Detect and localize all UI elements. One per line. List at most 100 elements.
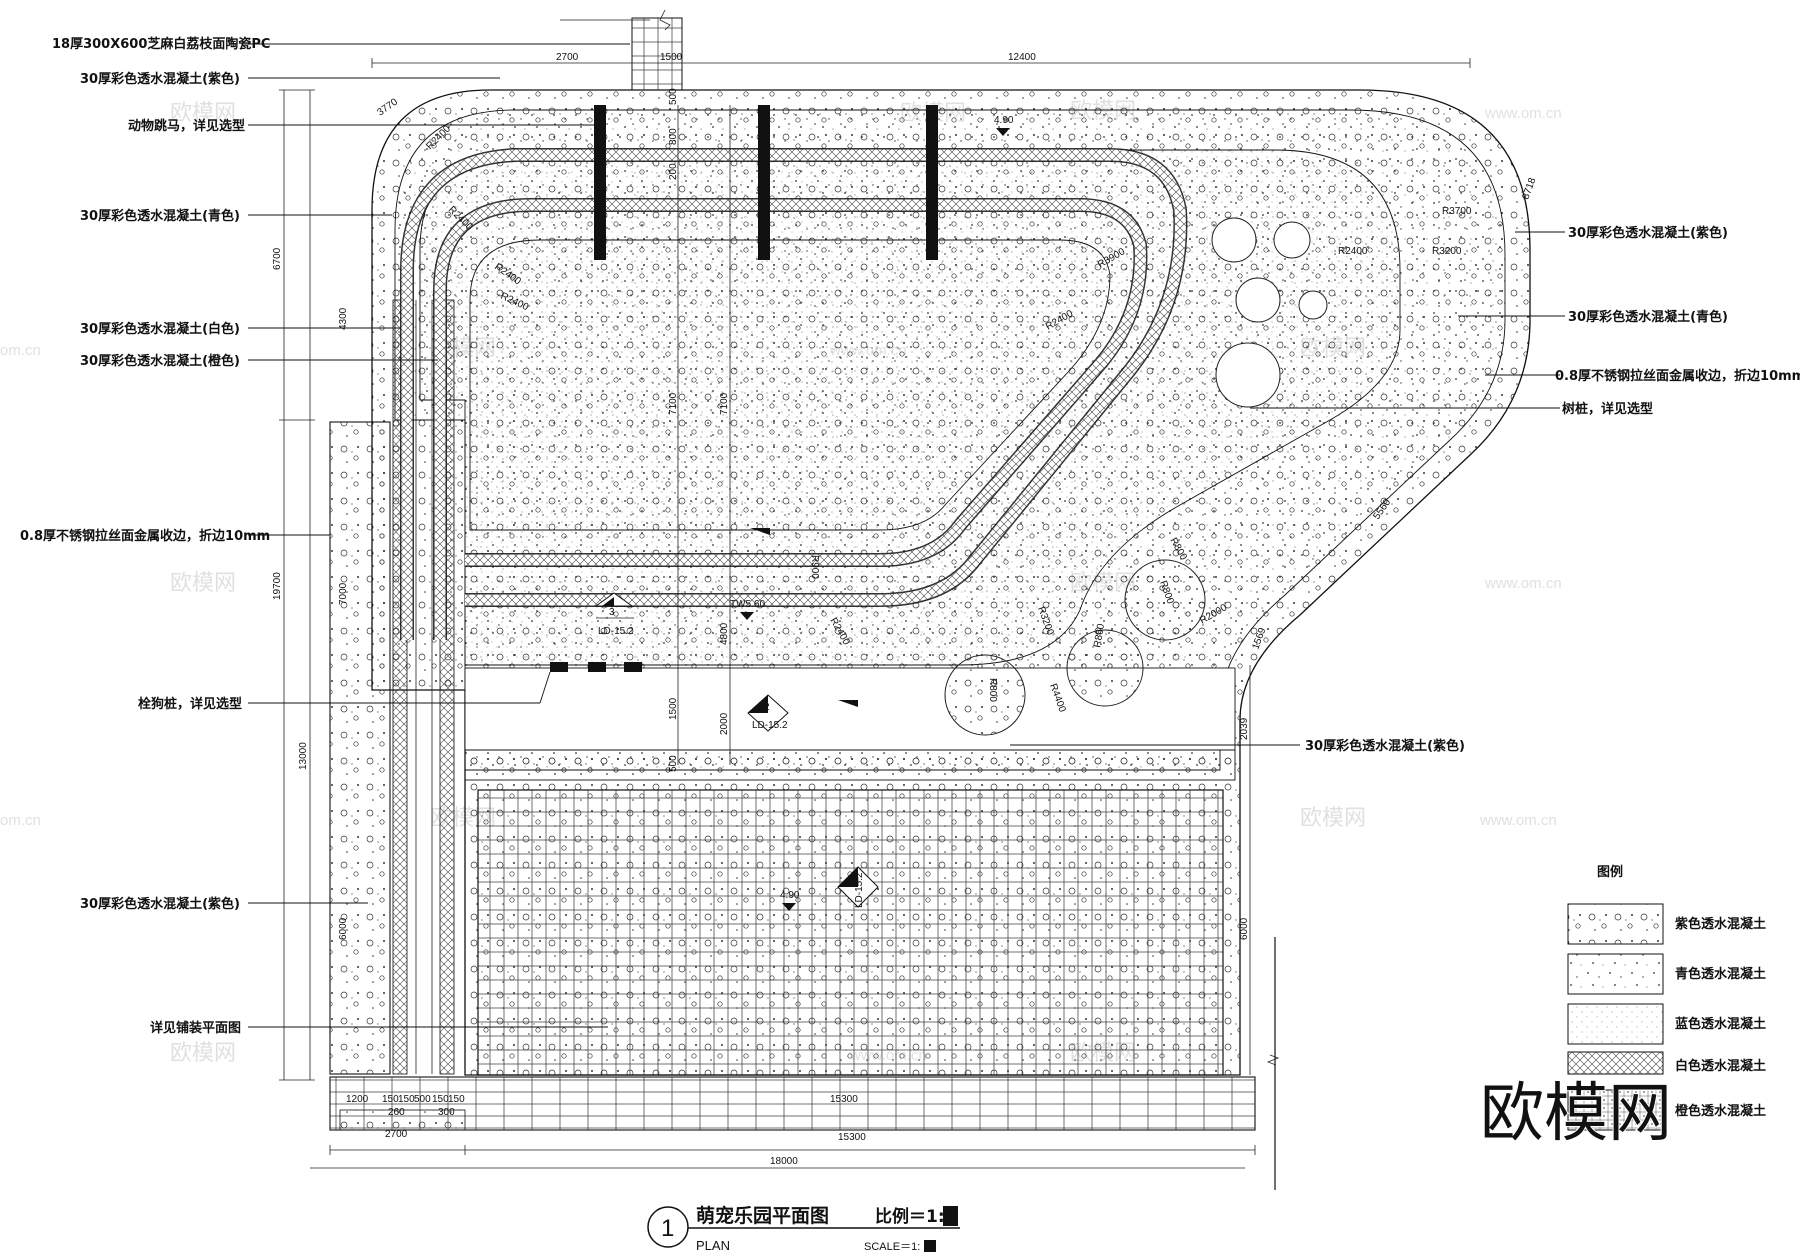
dim-text: 1500 xyxy=(668,697,679,720)
dim-text: 19700 xyxy=(272,572,283,600)
callout-label: 栓狗桩，详见选型 xyxy=(138,696,242,712)
dim-text: 150 xyxy=(398,1094,415,1105)
watermark-url: om.cn xyxy=(0,342,41,359)
drawing-title: 萌宠乐园平面图 xyxy=(696,1204,829,1227)
dim-text: 13000 xyxy=(298,742,309,770)
callout-label: 18厚300X600芝麻白荔枝面陶瓷PC xyxy=(52,36,270,52)
dim-text: 200 xyxy=(668,163,679,180)
tree-stumps xyxy=(1211,217,1328,408)
dim-text: 7100 xyxy=(668,392,679,415)
scale-value-block xyxy=(943,1206,958,1226)
dim-text: 6000 xyxy=(1239,917,1250,940)
drawing-number: 1 xyxy=(661,1215,674,1242)
dimension-lines xyxy=(279,58,1471,1169)
legend-label: 白色透水混凝土 xyxy=(1675,1058,1766,1074)
callout-label: 30厚彩色透水混凝土(青色) xyxy=(1568,309,1728,325)
legend-label: 青色透水混凝土 xyxy=(1675,966,1766,982)
section-ref: LD-15.2 xyxy=(854,872,865,908)
scale-en-block xyxy=(924,1240,936,1252)
dim-text: 7000 xyxy=(338,582,349,605)
brand-logo: 欧模网 xyxy=(1480,1077,1672,1151)
watermark: 欧模网 xyxy=(170,571,236,596)
callout-label: 0.8厚不锈钢拉丝面金属收边，折边10mm xyxy=(1555,368,1800,384)
callout-label: 30厚彩色透水混凝土(紫色) xyxy=(1305,738,1465,754)
elevation-text: TW5.60 xyxy=(730,599,765,610)
animal-hurdles xyxy=(594,105,938,260)
callout-label: 30厚彩色透水混凝土(白色) xyxy=(80,321,240,337)
section-number: 2 xyxy=(764,702,770,713)
watermark-url: www.om.cn xyxy=(1479,812,1557,829)
elevation-markers: 4.90 4.90 TW5.60 xyxy=(730,115,1014,911)
radius-text: R2400 xyxy=(1338,246,1368,257)
dim-text: 6700 xyxy=(272,247,283,270)
purple-strip-mid xyxy=(464,749,1236,781)
elevation-text: 4.90 xyxy=(780,890,800,901)
section-number: 4 xyxy=(854,876,860,887)
callout-label: 树桩，详见选型 xyxy=(1562,401,1653,417)
radius-text: R860 xyxy=(1092,623,1107,649)
legend-swatch-orange xyxy=(1567,1089,1664,1131)
dim-text: 2039 xyxy=(1239,717,1250,740)
dim-text: 1500 xyxy=(660,52,683,63)
radius-text: R900 xyxy=(809,555,820,579)
right-callouts: 30厚彩色透水混凝土(紫色) 30厚彩色透水混凝土(青色) 0.8厚不锈钢拉丝面… xyxy=(1305,225,1800,754)
elevation-arrow-icon xyxy=(740,612,754,620)
section-ref: LD-15.2 xyxy=(752,720,788,731)
elevation-text: 4.90 xyxy=(994,115,1014,126)
watermark-url: www.om.cn xyxy=(1484,575,1562,592)
left-purple-strip xyxy=(329,421,391,1075)
callout-label: 0.8厚不锈钢拉丝面金属收边，折边10mm xyxy=(20,528,270,544)
elevation-arrow-icon xyxy=(782,903,796,911)
break-mark xyxy=(1266,1054,1280,1066)
paving-grid xyxy=(477,789,1224,1076)
callout-label: 30厚彩色透水混凝土(紫色) xyxy=(80,896,240,912)
dim-text: 150 xyxy=(382,1094,399,1105)
watermark: 欧模网 xyxy=(170,1041,236,1066)
dim-text: 500 xyxy=(668,88,679,105)
dim-text: 7100 xyxy=(719,392,730,415)
dim-text: 2000 xyxy=(719,712,730,735)
dim-text: 150 xyxy=(448,1094,465,1105)
bottom-left-strip xyxy=(339,1109,466,1131)
radius-text: R800 xyxy=(987,678,998,702)
legend-swatch-white xyxy=(1567,1051,1664,1075)
dim-text: 8718 xyxy=(1520,176,1538,201)
watermark-url: www.om.cn xyxy=(1484,105,1562,122)
legend-swatch-blue xyxy=(1567,1003,1664,1045)
dim-text: 800 xyxy=(668,128,679,145)
dim-text: 260 xyxy=(388,1107,405,1118)
section-marker-4: 4 LD-15.2 xyxy=(837,866,879,908)
plan-label: PLAN xyxy=(696,1238,730,1253)
dim-text: 4300 xyxy=(338,307,349,330)
dog-posts xyxy=(550,662,642,672)
left-callouts: 18厚300X600芝麻白荔枝面陶瓷PC 30厚彩色透水混凝土(紫色) 动物跳马… xyxy=(20,36,270,1036)
legend: 图例 紫色透水混凝土 青色透水混凝土 蓝色透水混凝土 白色透水混凝土 橙色透水混… xyxy=(1567,864,1766,1131)
dim-text: 1200 xyxy=(346,1094,369,1105)
section-marker-3: 3 LD-15.2 xyxy=(594,592,634,637)
dim-text: 150 xyxy=(432,1094,449,1105)
bottom-paving-strip xyxy=(329,1076,1256,1131)
legend-title: 图例 xyxy=(1597,864,1623,880)
callout-label: 30厚彩色透水混凝土(橙色) xyxy=(80,353,240,369)
callout-label: 30厚彩色透水混凝土(青色) xyxy=(80,208,240,224)
dim-text: 15300 xyxy=(838,1132,866,1143)
dim-text: 300 xyxy=(438,1107,455,1118)
elevation-arrow-icon xyxy=(996,128,1010,136)
top-column xyxy=(560,9,683,91)
section-ref: LD-15.2 xyxy=(598,626,634,637)
legend-label: 橙色透水混凝土 xyxy=(1675,1103,1766,1119)
radius-text: R3700 xyxy=(1442,206,1472,217)
dim-text: 15300 xyxy=(830,1094,858,1105)
legend-swatch-purple xyxy=(1567,903,1664,945)
dim-text: 12400 xyxy=(1008,52,1036,63)
watermark: 欧模网 xyxy=(1300,806,1366,831)
dim-text: 3770 xyxy=(375,96,400,118)
dim-text: 500 xyxy=(414,1094,431,1105)
dim-text: 6000 xyxy=(338,917,349,940)
legend-swatch-cyan xyxy=(1567,953,1664,995)
scale-en-label: SCALE＝1: xyxy=(864,1241,920,1253)
callout-label: 详见铺装平面图 xyxy=(150,1020,241,1036)
callout-label: 动物跳马，详见选型 xyxy=(128,118,245,134)
callout-label: 30厚彩色透水混凝土(紫色) xyxy=(80,71,240,87)
